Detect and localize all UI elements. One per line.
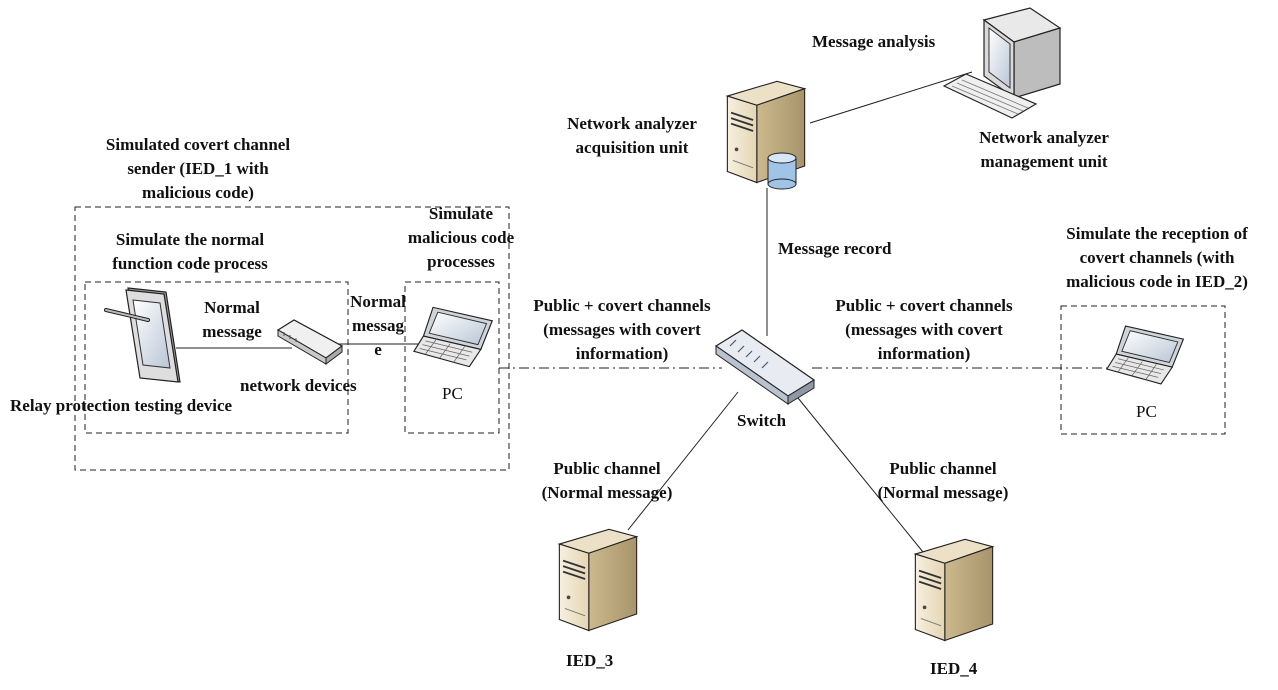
analyzer-to-monitor-line (809, 71, 973, 124)
sender-label: Simulated covert channel sender (IED_1 w… (105, 135, 291, 202)
sender-dashed-box (74, 206, 510, 471)
normal-function-dashed-box (84, 281, 349, 434)
laptop-right-icon (1106, 325, 1184, 385)
malicious-process-dashed-box (404, 281, 500, 434)
desktop-monitor-icon (982, 7, 1062, 100)
normal-function-label: Simulate the normal function code proces… (112, 230, 268, 273)
laptop-left-icon (413, 306, 493, 368)
ied4-label: IED_4 (930, 659, 978, 678)
switch-to-ied3-line (627, 391, 739, 531)
ied3-label: IED_3 (566, 651, 614, 670)
network-switch-icon (714, 329, 816, 405)
receiver-label: Simulate the reception of covert channel… (1066, 224, 1248, 291)
pc-right-label: PC (1136, 402, 1157, 421)
relay-device-label: Relay protection testing device (10, 396, 233, 415)
database-cylinder-icon (767, 152, 797, 190)
switch-label: Switch (737, 411, 787, 430)
public-channel-right-label: Public channel (Normal message) (877, 459, 1009, 502)
network-hub-icon (276, 319, 344, 365)
receiver-dashed-box (1060, 305, 1226, 435)
tablet-stylus-icon (104, 287, 181, 383)
keyboard-icon (942, 73, 1038, 119)
analyzer-acquisition-label: Network analyzer acquisition unit (567, 114, 697, 157)
public-channel-left-label: Public channel (Normal message) (541, 459, 673, 502)
public-covert-left-label: Public + covert channels (messages with … (533, 296, 711, 363)
message-record-label: Message record (778, 239, 892, 258)
network-devices-label: network devices (240, 376, 357, 395)
pc-left-label: PC (442, 384, 463, 403)
message-analysis-label: Message analysis (812, 32, 936, 51)
normal-message-left-label: Normal message (202, 298, 262, 341)
switch-to-ied4-line (797, 397, 924, 553)
malicious-process-label: Simulate malicious code processes (407, 204, 515, 271)
public-covert-right-label: Public + covert channels (messages with … (835, 296, 1013, 363)
normal-message-mid-label: Normal messag e (350, 292, 406, 359)
ied3-server-icon (558, 528, 638, 632)
analyzer-management-label: Network analyzer management unit (979, 128, 1109, 171)
ied4-server-icon (914, 538, 994, 642)
